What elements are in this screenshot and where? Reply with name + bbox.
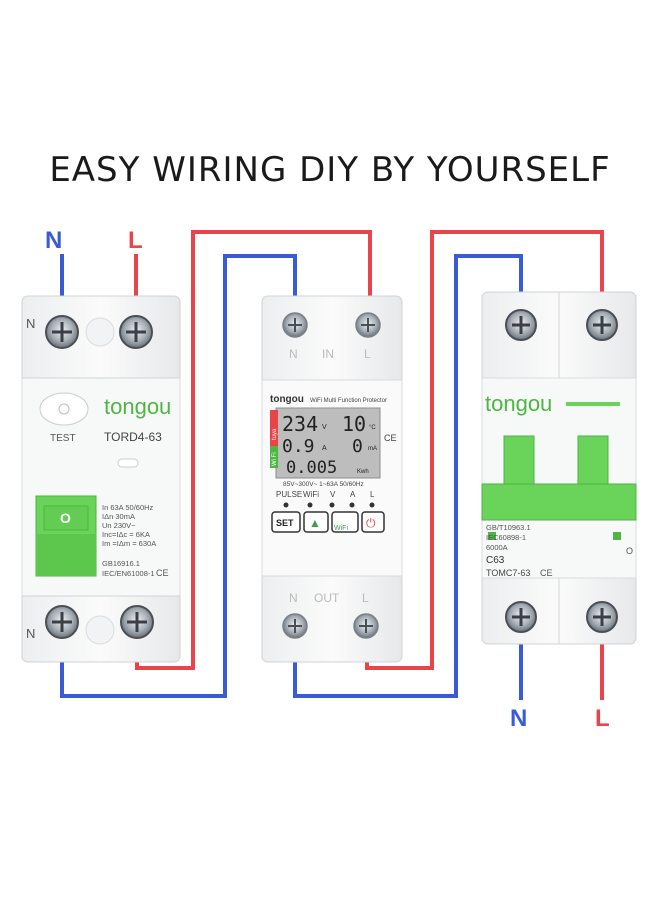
mcb-rating: C63 [486, 555, 505, 566]
meter-power-button[interactable]: ⏻ [361, 511, 385, 533]
rcd-model: TORD4-63 [104, 430, 162, 444]
rcd-spec-line-4: Inc=IΔc = 6KA [102, 530, 150, 539]
meter-tuya-tag: tuya [272, 428, 278, 440]
lcd-temp: 10 [342, 412, 366, 436]
meter-screw-top-n[interactable] [282, 312, 308, 338]
indicator-pulse: PULSE [276, 490, 302, 499]
rcd-brand-logo: tongou [104, 394, 171, 419]
meter-top-terminal-l: L [364, 347, 371, 361]
rcd-screw-bottom-n[interactable] [45, 605, 79, 639]
meter-set-button[interactable]: SET [271, 511, 301, 533]
mcb-ce-mark: CE [540, 568, 553, 578]
indicator-l: L [370, 490, 375, 499]
lcd-temp-unit: °C [369, 425, 376, 431]
mcb-screw-top-n[interactable] [505, 309, 537, 341]
wire-neutral-meter-to-mcb [293, 254, 523, 698]
rcd-test-label: TEST [50, 433, 76, 444]
meter-bottom-terminal-out: OUT [314, 591, 340, 605]
rcd-switch-label: O [60, 510, 71, 526]
rcd-spec-line-2: IΔn 30mA [102, 512, 135, 521]
mcb-brand-logo: tongou [485, 391, 552, 416]
mcb-screw-bottom-l[interactable] [586, 601, 618, 633]
page-title: EASY WIRING DIY BY YOURSELF [49, 150, 611, 190]
meter-bottom-terminal-n: N [289, 591, 298, 605]
mcb-standard-2: IEC60898-1 [486, 533, 526, 542]
meter-screw-bottom-l[interactable] [353, 613, 379, 639]
rcd-screw-bottom-l[interactable] [120, 605, 154, 639]
load-label-n: N [510, 705, 527, 732]
rcd-screw-top-n[interactable] [45, 315, 79, 349]
meter-screw-top-l[interactable] [355, 312, 381, 338]
lcd-voltage: 234 [282, 412, 318, 436]
lcd-power: 0 [352, 436, 363, 457]
meter-ce-mark: CE [384, 433, 397, 443]
meter-subtitle: WiFi Multi Function Protector [310, 398, 387, 404]
rcd-test-button[interactable] [39, 392, 89, 426]
meter-wifi-label: WiFi [334, 525, 348, 532]
rcd-spec-line-3: Un 230V~ [102, 521, 136, 530]
meter-set-label: SET [276, 518, 294, 528]
meter-wifi-button[interactable]: WiFi [331, 511, 359, 533]
rcd-label-bottom-n: N [26, 626, 35, 641]
rcd-spec-line-5: Im =IΔm = 630A [102, 539, 156, 548]
up-arrow-icon: ▲ [309, 516, 321, 530]
indicator-leds [283, 502, 375, 508]
lcd-current-unit: A [322, 445, 327, 452]
lcd-energy: 0.005 [286, 458, 337, 478]
meter-brand-logo: tongou [270, 394, 304, 405]
rcd-standard-2: IEC/EN61008-1 [102, 569, 155, 578]
meter-up-button[interactable]: ▲ [303, 511, 329, 533]
supply-label-l: L [128, 227, 143, 254]
rcd-label-top-n: N [26, 316, 35, 331]
supply-label-n: N [45, 227, 62, 254]
mcb-standard-1: GB/T10963.1 [486, 523, 531, 532]
rcd-spec-line-1: In 63A 50/60Hz [102, 503, 154, 512]
power-icon: ⏻ [366, 516, 376, 530]
meter-wifi-tag: Wi Fi [272, 452, 278, 466]
mcb-device [481, 291, 637, 645]
mcb-toggle-bar[interactable] [481, 483, 637, 521]
rcd-device [21, 295, 181, 663]
load-label-l: L [595, 705, 610, 732]
meter-top-terminal-in: IN [322, 347, 334, 361]
meter-bottom-terminal-l: L [362, 591, 369, 605]
mcb-model: TOMC7-63 [486, 568, 530, 578]
indicator-a: A [350, 490, 356, 499]
meter-device [261, 295, 403, 663]
lcd-current: 0.9 [282, 436, 315, 457]
meter-top-terminal-n: N [289, 347, 298, 361]
indicator-wifi: WiFi [303, 490, 319, 499]
mcb-standard-3: 6000A [486, 543, 508, 552]
meter-rating: 85V~300V~ 1~63A 50/60Hz [283, 481, 364, 488]
wire-neutral-rcd-to-meter [60, 254, 297, 698]
mcb-side-mark: O [626, 546, 633, 556]
rcd-toggle-switch[interactable] [43, 505, 89, 531]
mcb-screw-top-l[interactable] [586, 309, 618, 341]
lcd-energy-unit: Kwh [357, 469, 369, 475]
rcd-screw-top-l[interactable] [119, 315, 153, 349]
meter-screw-bottom-n[interactable] [282, 613, 308, 639]
indicator-v: V [330, 490, 336, 499]
rcd-ce-mark: CE [156, 568, 169, 578]
lcd-power-unit: mA [368, 446, 377, 452]
rcd-standard-1: GB16916.1 [102, 559, 140, 568]
meter-lcd-screen [275, 407, 381, 479]
mcb-screw-bottom-n[interactable] [505, 601, 537, 633]
lcd-voltage-unit: V [322, 424, 327, 431]
